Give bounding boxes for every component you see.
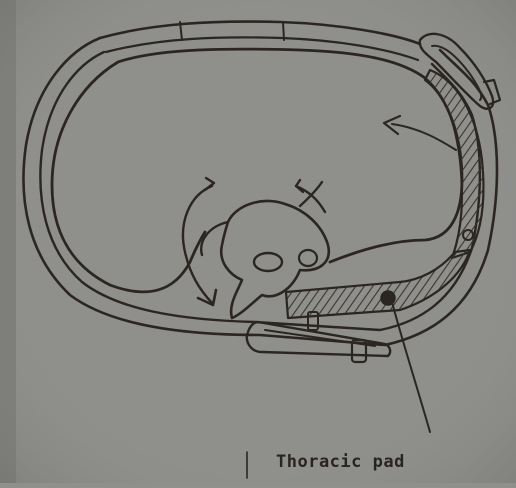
brace-top-joint-right — [283, 22, 284, 40]
thoracic-pad-label: Thoracic pad — [276, 452, 405, 472]
